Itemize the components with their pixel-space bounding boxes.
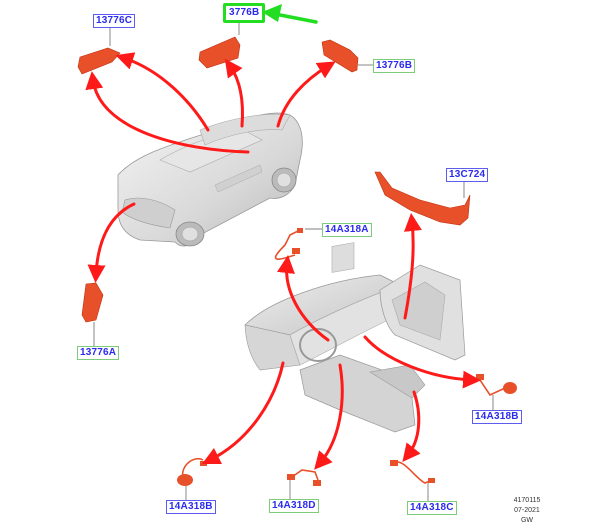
callout-3776B-highlighted[interactable]: 3776B — [223, 3, 266, 23]
illustration-author: GW — [520, 517, 534, 524]
arrow-to-13776C-b — [115, 52, 210, 132]
illustration-number: 4170115 — [513, 497, 541, 504]
illustration-date: 07-2021 — [514, 507, 540, 514]
callout-14A318D[interactable]: 14A318D — [269, 499, 319, 513]
callout-13776C[interactable]: 13776C — [93, 14, 136, 28]
part-13776C[interactable] — [77, 47, 121, 75]
part-14A318B-right[interactable] — [476, 374, 517, 397]
arrow-to-13776B — [276, 61, 336, 128]
callout-14A318B-right[interactable]: 14A318B — [472, 410, 522, 424]
callout-13776A[interactable]: 13776A — [77, 346, 120, 360]
callout-14A318C[interactable]: 14A318C — [407, 501, 457, 515]
arrow-to-13776C-a — [85, 71, 250, 154]
arrow-to-14A318C — [402, 390, 421, 463]
arrow-to-14A318B-right — [363, 335, 481, 389]
callout-13776B[interactable]: 13776B — [373, 59, 416, 73]
arrow-to-3776B — [224, 58, 244, 128]
callout-14A318B-bottom[interactable]: 14A318B — [166, 500, 216, 514]
part-14A318A[interactable] — [274, 228, 303, 260]
arrow-to-14A318B-bottom — [201, 361, 285, 465]
arrow-to-14A318D — [314, 363, 344, 470]
leader-lines — [93, 20, 494, 501]
callout-13C724[interactable]: 13C724 — [446, 168, 489, 182]
part-13C724[interactable] — [374, 171, 471, 226]
arrow-to-14A318A — [277, 255, 330, 342]
part-14A318D[interactable] — [287, 469, 321, 486]
part-14A318B-bottom[interactable] — [177, 458, 207, 486]
steering-wheel — [299, 328, 337, 362]
part-3776B[interactable] — [198, 36, 241, 69]
interior-illustration — [244, 242, 466, 433]
part-13776B[interactable] — [321, 39, 359, 73]
part-13776A[interactable] — [81, 282, 104, 323]
highlight-arrow — [262, 4, 318, 24]
arrow-to-13C724 — [403, 213, 422, 320]
callout-14A318A[interactable]: 14A318A — [322, 223, 372, 237]
location-arrows — [85, 52, 481, 470]
part-14A318C[interactable] — [390, 460, 435, 484]
arrow-to-13776A — [87, 202, 136, 283]
